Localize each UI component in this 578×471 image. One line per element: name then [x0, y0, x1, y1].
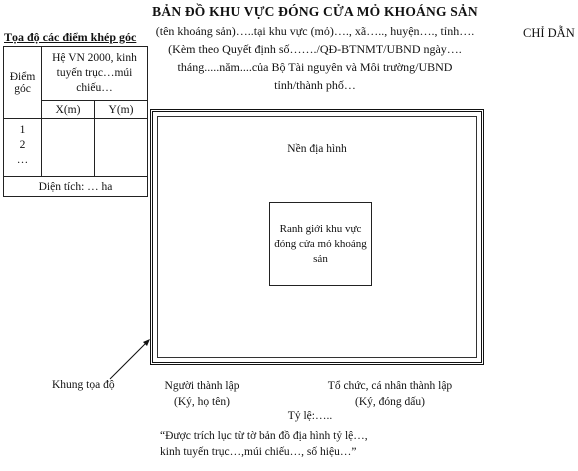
mine-boundary: Ranh giới khu vực đóng cửa mỏ khoáng sản — [269, 202, 372, 286]
organization-title: Tổ chức, cá nhân thành lập — [327, 380, 453, 392]
maker-block: Người thành lập (Ký, họ tên) — [150, 378, 254, 410]
x-values-cell — [41, 118, 95, 177]
map-title: BẢN ĐỒ KHU VỰC ĐÓNG CỬA MỎ KHOÁNG SẢN — [152, 4, 478, 19]
y-values-cell — [93, 118, 149, 177]
source-quote-line-2: kinh tuyến trục…,múi chiếu…, số hiệu…” — [160, 446, 357, 458]
point-row: … — [16, 154, 29, 166]
subtitle-line-3: tháng.....năm....của Bộ Tài nguyên và Mô… — [177, 60, 453, 74]
subtitle-line-2: (Kèm theo Quyết định số……./QĐ-BTNMT/UBND… — [168, 42, 462, 56]
point-row: 1 — [19, 124, 26, 136]
point-header: Điểm góc — [3, 46, 42, 119]
area-cell: Diện tích: … ha — [2, 176, 149, 197]
point-row: 2 — [19, 139, 26, 151]
coordinate-table: Điểm góc Hệ VN 2000, kinh tuyến trục…múi… — [2, 46, 149, 197]
coordinate-table-title: Tọa độ các điểm khép góc — [4, 30, 137, 44]
organization-note: (Ký, đóng dấu) — [355, 396, 425, 408]
source-quote-line-1: “Được trích lục từ tờ bản đồ địa hình tỷ… — [160, 430, 368, 442]
legend-heading: CHỈ DẪN — [523, 26, 575, 40]
y-header: Y(m) — [93, 100, 149, 119]
terrain-label: Nền địa hình — [287, 143, 347, 155]
organization-block: Tổ chức, cá nhân thành lập (Ký, đóng dấu… — [320, 378, 460, 410]
x-header: X(m) — [41, 100, 95, 119]
maker-title: Người thành lập — [164, 380, 240, 392]
coordinate-frame-outer — [150, 109, 484, 365]
point-list: 1 2 … — [3, 118, 42, 177]
coordinate-frame-label: Khung tọa độ — [52, 379, 115, 391]
coordinate-system-header: Hệ VN 2000, kinh tuyến trục…múi chiếu… — [40, 46, 149, 101]
subtitle-line-1: (tên khoáng sản)…..tại khu vực (mỏ)…., x… — [155, 24, 475, 38]
mine-boundary-label: Ranh giới khu vực đóng cửa mỏ khoáng sản — [274, 222, 367, 265]
map-area — [157, 116, 477, 358]
source-quote: “Được trích lục từ tờ bản đồ địa hình tỷ… — [160, 428, 400, 460]
subtitle-line-4: tỉnh/thành phố… — [274, 78, 356, 92]
maker-note: (Ký, họ tên) — [174, 396, 230, 408]
pointer-arrow-icon — [109, 339, 150, 380]
map-scale: Tỷ lệ:….. — [287, 410, 333, 422]
